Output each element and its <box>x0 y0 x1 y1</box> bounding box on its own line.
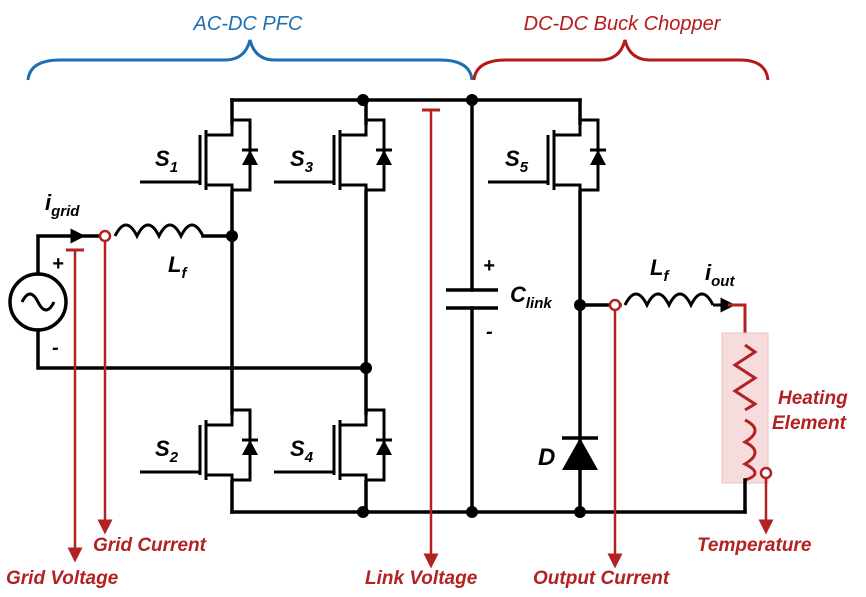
switch-s5 <box>488 118 608 192</box>
switch-s1 <box>140 118 260 192</box>
label-clink: Clink <box>510 282 552 312</box>
node-dot <box>226 230 238 242</box>
heating-coil-icon <box>741 418 757 482</box>
heating-label-line1: Heating <box>778 388 848 409</box>
load-top-wire <box>728 303 747 345</box>
label-grid-current: Grid Current <box>93 535 207 556</box>
clink-minus-sign: - <box>486 321 493 343</box>
input-wire <box>36 234 107 276</box>
label-iout: iout <box>705 260 735 290</box>
switch-s3 <box>274 118 394 192</box>
label-output-current: Output Current <box>533 568 670 589</box>
ac-plus-sign: + <box>52 253 64 275</box>
label-s2: S2 <box>155 436 179 466</box>
capacitor-clink-icon <box>446 288 498 310</box>
switch-s4 <box>274 408 394 482</box>
switch-s2 <box>140 408 260 482</box>
label-link-voltage: Link Voltage <box>365 568 478 589</box>
label-s5: S5 <box>505 146 529 176</box>
node-dot <box>574 506 586 518</box>
clink-plus-sign: + <box>483 255 495 277</box>
inductor-lf-out <box>623 292 715 309</box>
inductor-lf-in <box>113 223 205 240</box>
label-lf-out: Lf <box>650 255 670 285</box>
node-dot <box>466 506 478 518</box>
probe-output-current <box>607 298 623 569</box>
node-dot <box>357 94 369 106</box>
buck-brace <box>472 39 770 81</box>
label-lf-in: Lf <box>168 252 188 282</box>
label-s3: S3 <box>290 146 314 176</box>
label-grid-voltage: Grid Voltage <box>6 568 119 589</box>
pfc-title: AC-DC PFC <box>193 13 303 35</box>
label-s4: S4 <box>290 436 314 466</box>
label-temperature: Temperature <box>697 535 812 556</box>
label-s1: S1 <box>155 146 178 176</box>
node-dot <box>466 94 478 106</box>
node-dot <box>574 299 586 311</box>
probe-link-voltage <box>422 108 440 569</box>
probe-temperature <box>758 466 774 535</box>
return-wire <box>36 328 368 370</box>
node-dot <box>357 506 369 518</box>
probe-grid-current <box>97 229 113 535</box>
buck-title: DC-DC Buck Chopper <box>524 13 722 35</box>
label-igrid: igrid <box>45 190 80 220</box>
heating-resistor-icon <box>732 343 758 412</box>
heating-element-shade <box>721 332 769 484</box>
sine-wave-icon <box>20 292 56 312</box>
heating-label-line2: Element <box>772 413 847 434</box>
node-dot <box>360 362 372 374</box>
probe-grid-voltage <box>66 248 84 563</box>
label-diode: D <box>538 444 555 471</box>
diode-icon <box>562 436 598 470</box>
pfc-brace <box>26 39 474 81</box>
ac-minus-sign: - <box>52 337 59 359</box>
